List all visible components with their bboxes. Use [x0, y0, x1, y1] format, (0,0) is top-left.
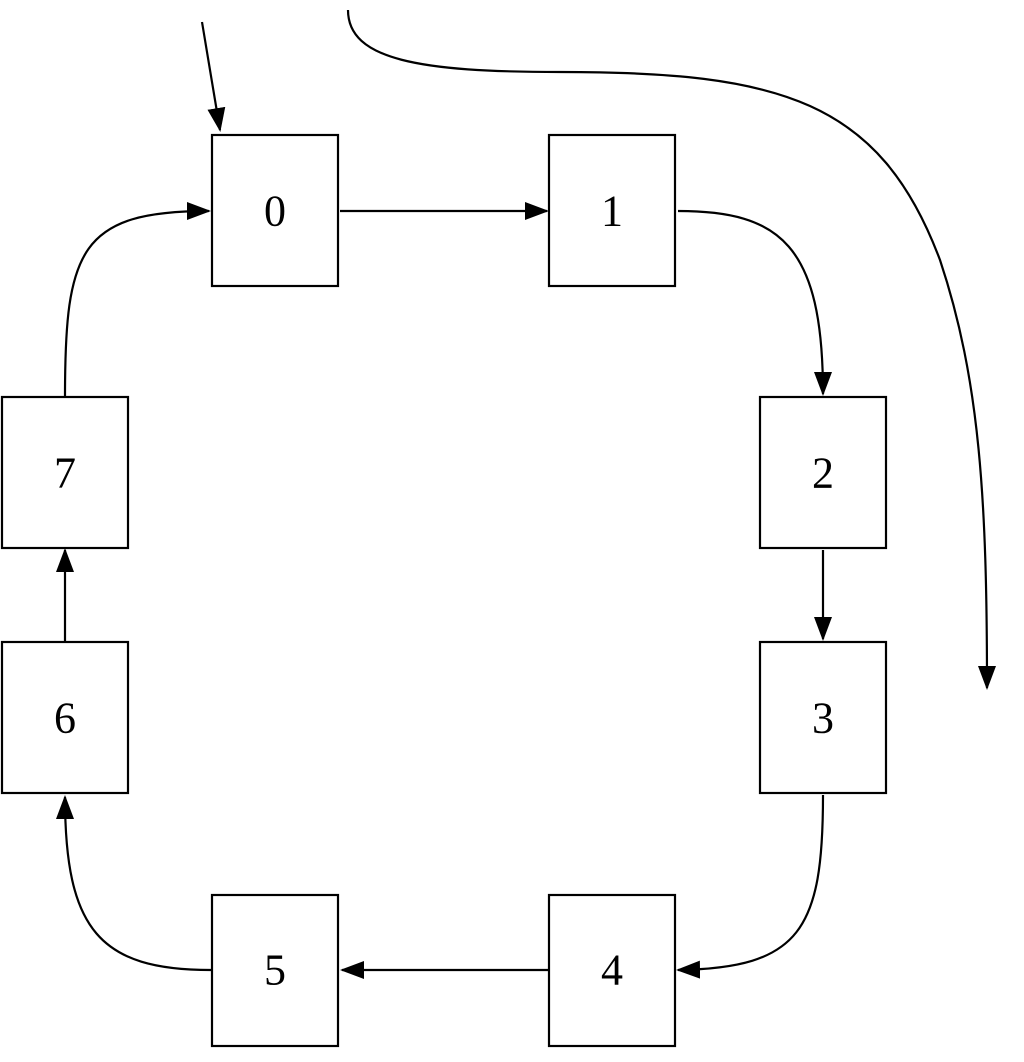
- node-box: [547, 133, 677, 288]
- node-box: [210, 133, 340, 288]
- node-label: 1: [601, 187, 623, 236]
- node-box: [210, 893, 340, 1048]
- node-label: 6: [54, 694, 76, 743]
- edges: [56, 9, 996, 979]
- node-4: 4: [547, 893, 677, 1048]
- edge-7-to-0: [63, 202, 211, 397]
- node-2: 2: [758, 395, 888, 550]
- node-label: 7: [54, 449, 76, 498]
- node-label: 5: [264, 946, 286, 995]
- edge-5-to-6: [56, 795, 212, 972]
- edge-3-to-4: [676, 794, 825, 979]
- node-6: 6: [0, 640, 130, 795]
- node-label: 2: [812, 449, 834, 498]
- node-box: [758, 640, 888, 795]
- node-7: 7: [0, 395, 130, 550]
- node-box: [0, 640, 130, 795]
- node-label: 4: [601, 946, 623, 995]
- node-box: [547, 893, 677, 1048]
- node-5: 5: [210, 893, 340, 1048]
- node-box: [0, 395, 130, 550]
- edge-1-to-2: [677, 209, 832, 396]
- node-label: 3: [812, 694, 834, 743]
- clockwise-direction-arrow: [346, 9, 996, 690]
- node-box: [758, 395, 888, 550]
- edge-entry-to-0: [200, 21, 226, 132]
- node-label: 0: [264, 187, 286, 236]
- node-1: 1: [547, 133, 677, 288]
- node-0: 0: [210, 133, 340, 288]
- node-3: 3: [758, 640, 888, 795]
